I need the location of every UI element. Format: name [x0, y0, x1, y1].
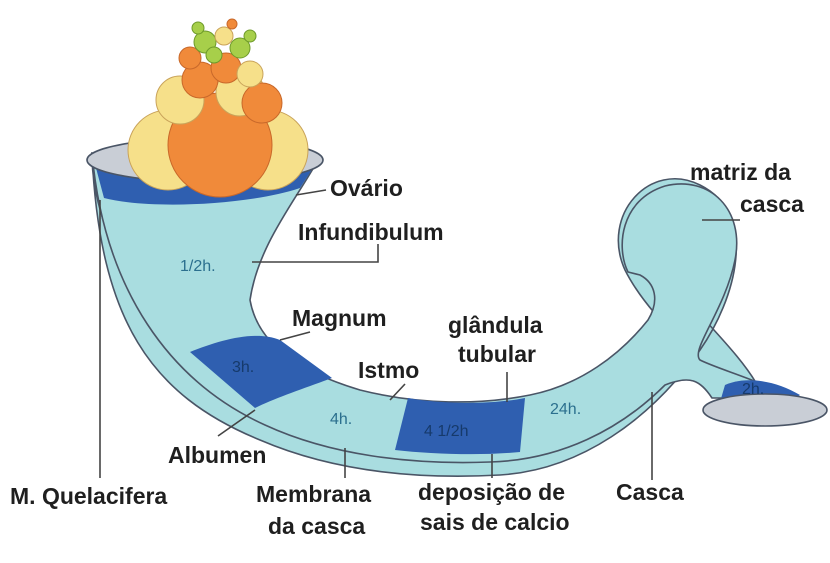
follicle-cluster: [128, 19, 308, 197]
time-glandula: 4 1/2h: [424, 423, 468, 440]
label-matriz-line1: matriz da: [690, 159, 791, 185]
leader-magnum: [280, 332, 310, 340]
time-casca: 24h.: [550, 401, 581, 418]
label-deposicao-line2: sais de calcio: [420, 509, 570, 535]
label-glandula-line1: glândula: [448, 312, 543, 338]
label-membrana-line2: da casca: [268, 513, 365, 539]
label-deposicao-line1: deposição de: [418, 479, 565, 505]
label-istmo: Istmo: [358, 357, 419, 383]
label-matriz-line2: casca: [740, 191, 804, 217]
leader-infundibulum: [252, 244, 378, 262]
time-infundibulum: 1/2h.: [180, 258, 216, 275]
label-infundibulum: Infundibulum: [298, 219, 444, 245]
label-ovario: Ovário: [330, 175, 403, 201]
label-glandula-line2: tubular: [458, 341, 536, 367]
label-albumen: Albumen: [168, 442, 266, 468]
label-casca: Casca: [616, 479, 684, 505]
leader-ovario: [296, 190, 326, 195]
label-membrana-line1: Membrana: [256, 481, 371, 507]
time-end: 2h.: [742, 381, 764, 398]
end-opening: [703, 394, 827, 426]
time-magnum: 3h.: [232, 359, 254, 376]
label-magnum: Magnum: [292, 305, 387, 331]
time-istmo: 4h.: [330, 411, 352, 428]
label-quelacifera: M. Quelacifera: [10, 483, 167, 509]
